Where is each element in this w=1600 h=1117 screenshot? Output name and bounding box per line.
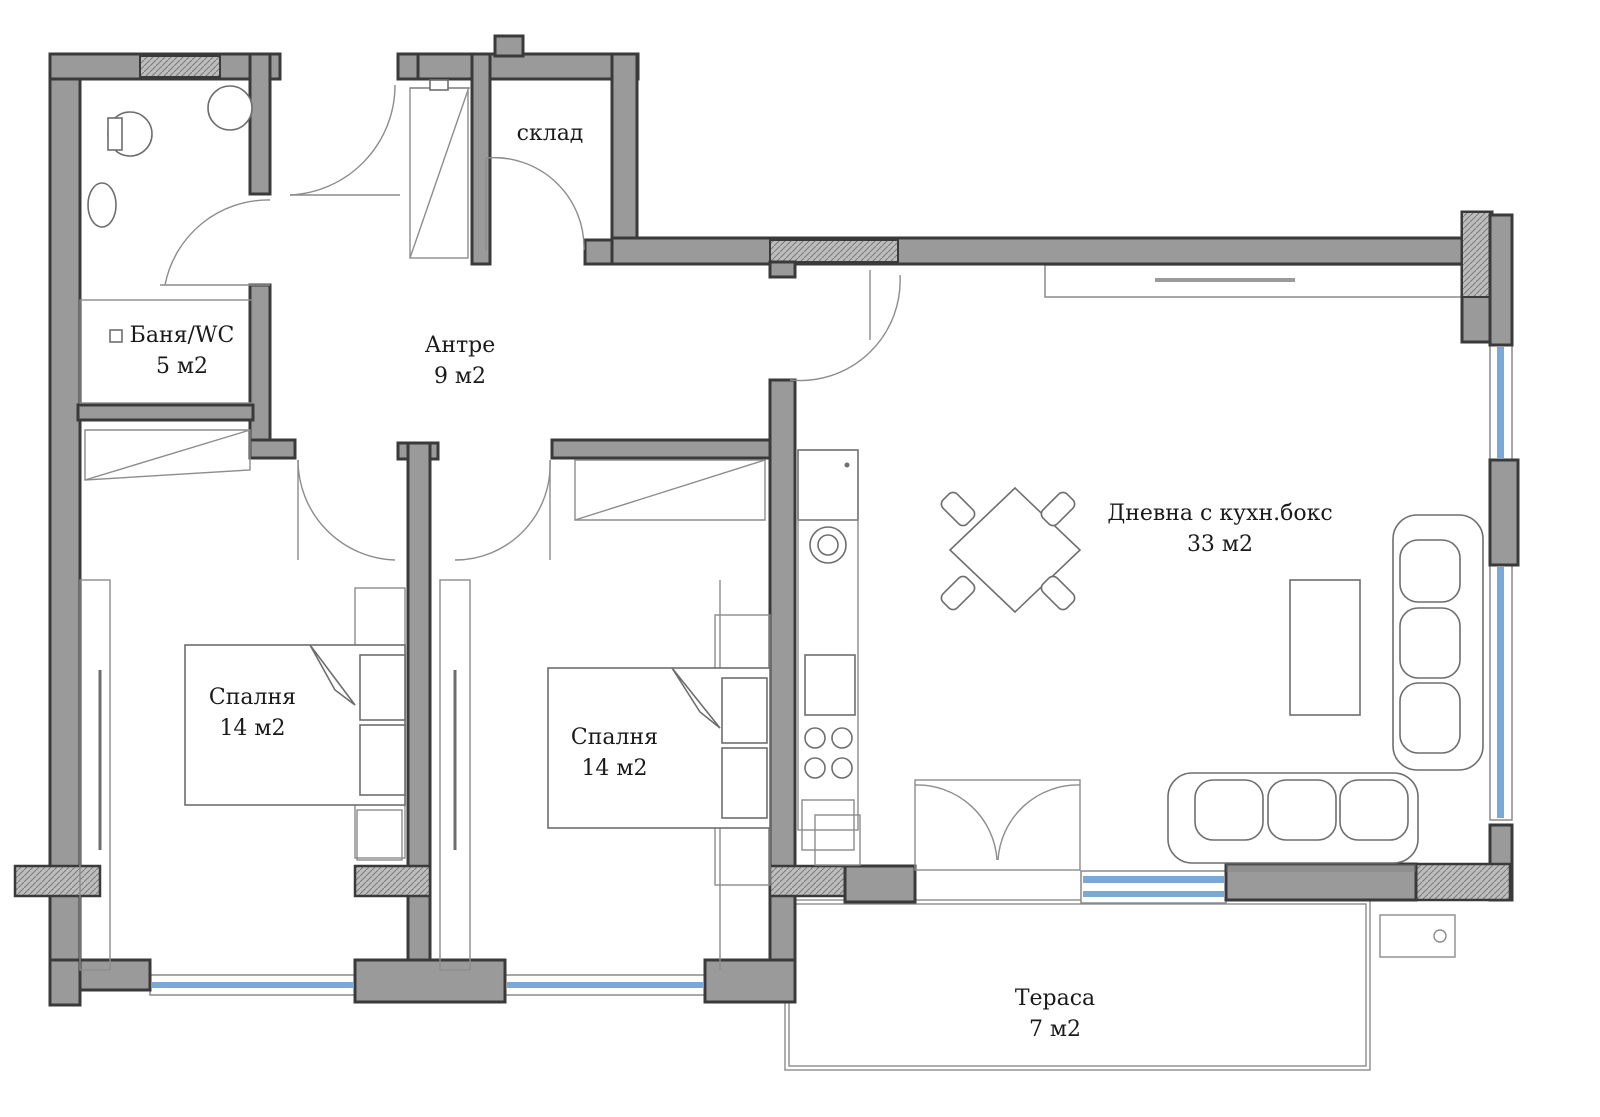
room-area: 7 м2 [1028,1017,1082,1042]
room-name: Спалня [570,725,659,750]
doors [160,84,1081,871]
room-label-bedroom-2: Спалня 14 м2 [562,722,667,784]
room-area: 14 м2 [219,716,286,741]
room-name: Спалня [208,685,297,710]
room-area: 14 м2 [581,756,648,781]
room-area: 33 м2 [1186,532,1254,557]
room-name: Баня/WC [129,323,235,348]
room-area: 5 м2 [155,354,209,379]
furniture [79,79,1484,971]
room-label-living: Дневна с кухн.бокс 33 м2 [1100,498,1340,560]
windows [149,264,1513,996]
room-label-storage: склад [505,118,595,149]
room-name: склад [516,121,584,146]
room-label-hall: Антре 9 м2 [410,330,510,392]
room-label-bedroom-1: Спалня 14 м2 [200,682,305,744]
room-area: 9 м2 [433,364,487,389]
room-label-bathroom: Баня/WC 5 м2 [118,320,246,382]
room-name: Тераса [1014,986,1096,1011]
room-label-terrace: Тераса 7 м2 [1000,983,1110,1045]
room-name: Дневна с кухн.бокс [1107,501,1333,526]
room-name: Антре [424,333,496,358]
